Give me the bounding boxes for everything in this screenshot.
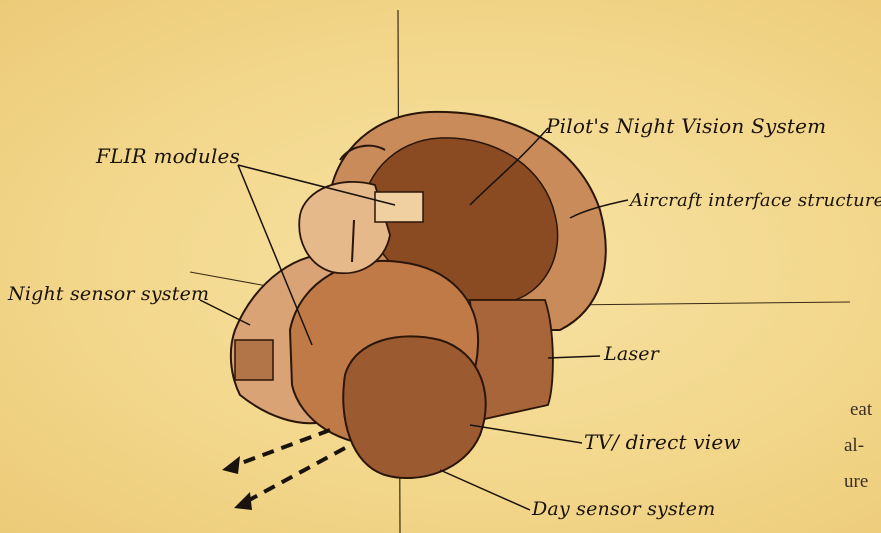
- bg-text-line-1: eat: [850, 392, 872, 428]
- output-arrow-upper: [228, 430, 330, 468]
- label-pilots-night-vision: Pilot's Night Vision System: [546, 114, 826, 138]
- horizontal-guide-line-right: [560, 302, 850, 305]
- bg-text-line-2: al-: [844, 428, 864, 464]
- night-sensor-window: [235, 340, 273, 380]
- output-arrow-lower: [240, 448, 345, 505]
- output-arrow-lower-head: [234, 492, 252, 510]
- label-day-sensor: Day sensor system: [532, 498, 715, 520]
- flir-module-chip: [375, 192, 423, 222]
- label-laser: Laser: [604, 343, 659, 365]
- label-aircraft-interface: Aircraft interface structure: [630, 190, 881, 211]
- leader-day-sensor: [440, 470, 530, 510]
- bg-text-line-3: ure: [844, 464, 868, 500]
- label-flir-modules: FLIR modules: [96, 144, 240, 168]
- output-arrow-upper-head: [222, 456, 240, 474]
- label-tv-direct-view: TV/ direct view: [584, 430, 741, 454]
- day-sensor-sphere: [343, 336, 485, 478]
- leader-laser: [548, 356, 600, 358]
- label-night-sensor: Night sensor system: [8, 283, 209, 305]
- leader-tv-direct-view: [470, 425, 582, 443]
